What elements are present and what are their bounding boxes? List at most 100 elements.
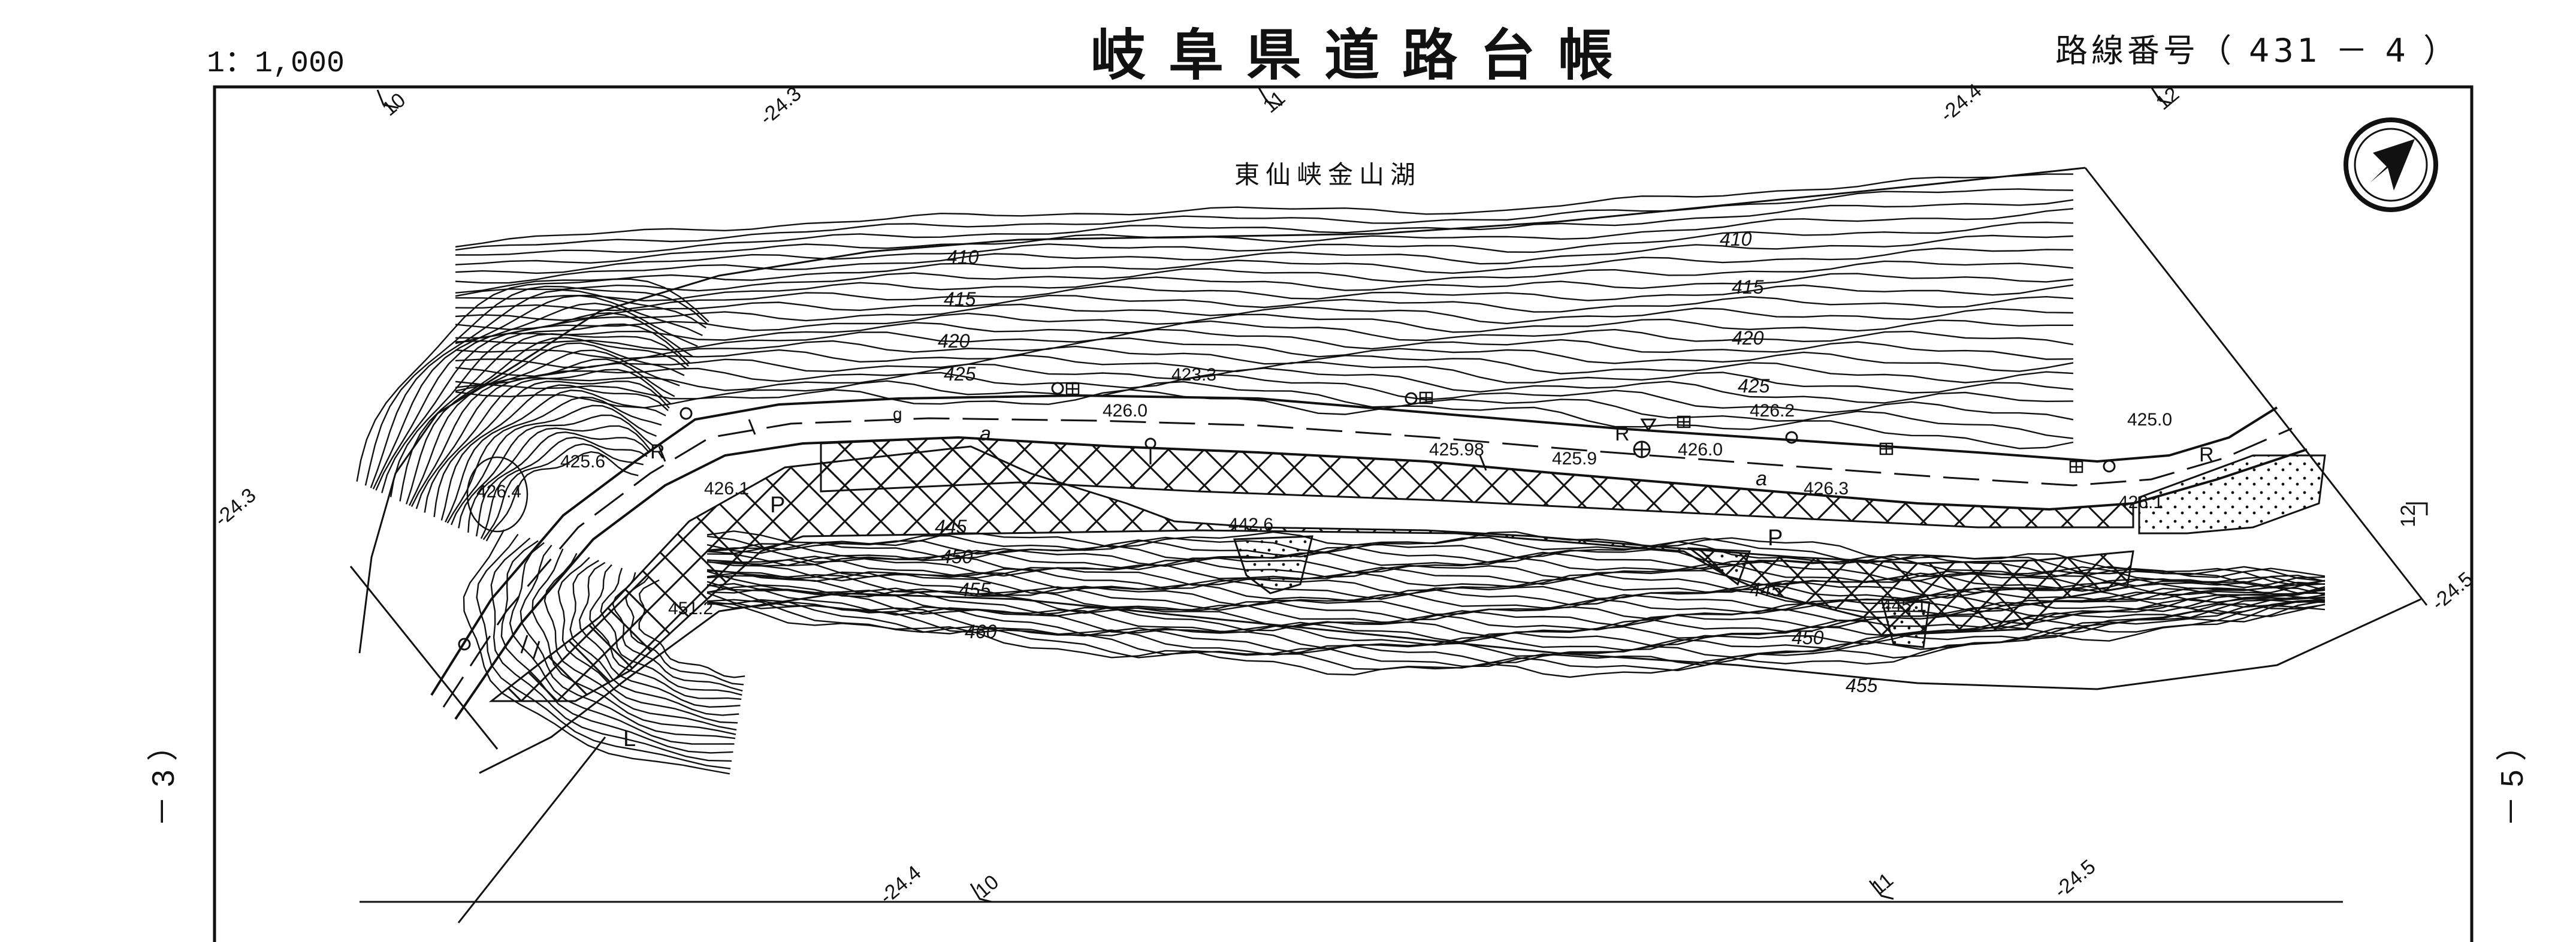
contour-line	[455, 372, 2074, 421]
contour-line	[415, 358, 675, 509]
contour-label: 425	[1738, 375, 1770, 397]
spot-elevation: 426.3	[1804, 479, 1849, 499]
contour-line	[455, 173, 2074, 248]
contour-line	[458, 414, 653, 529]
contour-line	[706, 570, 2326, 627]
contour-line	[625, 576, 744, 686]
contour-label: 445	[935, 516, 967, 538]
contour-label: 425	[944, 363, 976, 385]
contour-line	[455, 260, 2074, 297]
lake-name: 東仙峡金山湖	[1234, 160, 1422, 189]
contour-line	[706, 535, 2326, 582]
north-arrow-icon	[2344, 117, 2438, 212]
map-cut-bottom-left	[457, 736, 606, 923]
dotted-area-1	[1233, 535, 1313, 594]
station-label: -24.5	[2050, 855, 2100, 902]
map-scale: 1：1,000	[207, 47, 345, 81]
contour-label: 415	[944, 288, 976, 310]
contour-label: 460	[965, 621, 997, 642]
contour-line	[405, 337, 688, 505]
contour-line	[706, 547, 2326, 587]
road-edge-south	[454, 436, 2308, 720]
contour-label: 450	[941, 546, 973, 567]
contour-line	[440, 384, 669, 521]
contour-label: 415	[1732, 276, 1764, 298]
contour-line	[509, 542, 735, 745]
spot-elevation: 426.4	[476, 482, 521, 502]
contour-line	[399, 333, 689, 502]
contour-line	[476, 533, 731, 769]
contour-line	[409, 342, 685, 506]
contour-line	[455, 337, 2074, 372]
spot-elevation: 426.0	[1678, 440, 1723, 460]
contour-line	[424, 369, 672, 513]
contour-label: 410	[1720, 228, 1752, 250]
spot-elevation: 426.1	[704, 479, 749, 499]
contour-label: 445	[1750, 579, 1782, 600]
contour-line	[706, 599, 2326, 672]
contour-line	[455, 363, 2074, 404]
contour-line	[455, 345, 2074, 384]
contour-label: 455	[1846, 675, 1878, 696]
spot-elevation: 445.1	[1882, 596, 1926, 615]
contour-line	[578, 561, 741, 708]
road-centerline	[442, 417, 2293, 708]
contour-line	[706, 584, 2326, 651]
contour-line	[706, 553, 2326, 591]
contour-line	[455, 273, 2074, 302]
contour-line	[482, 443, 644, 541]
contour-line	[543, 552, 737, 731]
utility-box-symbols	[1065, 382, 2083, 473]
feature-letter: L	[623, 726, 636, 751]
contours-west	[356, 278, 745, 775]
contour-line	[480, 436, 648, 539]
spot-elevation: 425.6	[560, 452, 605, 472]
feature-letter: R	[2199, 443, 2214, 466]
contour-line	[410, 349, 680, 508]
spot-elevation: 451.2	[668, 599, 713, 618]
contour-label: 420	[1732, 327, 1764, 349]
contour-line	[375, 302, 698, 491]
feature-letter: a	[1756, 467, 1767, 490]
contour-line	[463, 529, 730, 775]
contour-line	[706, 560, 2326, 602]
contour-line	[557, 557, 738, 724]
station-label: 10	[971, 871, 1003, 902]
contour-line	[706, 530, 2326, 578]
route-number: 路線番号（ 431 － 4 ）	[2055, 32, 2460, 70]
contour-line	[520, 545, 736, 739]
contour-line	[600, 567, 742, 696]
contour-line	[455, 199, 2074, 256]
contour-line	[475, 431, 650, 537]
contours-north	[455, 173, 2074, 449]
contour-line	[455, 328, 2074, 360]
contour-line	[569, 560, 739, 716]
contour-line	[455, 221, 2074, 274]
contour-line	[450, 404, 657, 526]
feature-letter: a	[980, 422, 991, 445]
station-label: -24.3	[210, 484, 261, 531]
hilltop-ring	[466, 456, 529, 533]
contours-south	[706, 530, 2326, 678]
contour-line	[455, 284, 2074, 312]
contour-label: 410	[947, 246, 979, 268]
contour-line	[706, 559, 2326, 599]
contour-line	[455, 294, 2074, 321]
map-frame	[213, 85, 2474, 942]
contour-line	[356, 278, 709, 482]
contour-line	[589, 564, 742, 700]
contour-line	[455, 247, 2074, 294]
spot-elevation: 423.3	[1171, 365, 1216, 385]
contour-line	[455, 208, 2074, 265]
contour-line	[445, 390, 666, 523]
page-title: 岐阜県道路台帳	[1091, 23, 1636, 87]
feature-letter: R	[1615, 422, 1630, 445]
contour-label: 420	[938, 330, 970, 352]
contour-line	[706, 569, 2326, 606]
contour-line	[370, 289, 706, 488]
contour-line	[706, 599, 2326, 667]
contour-line	[389, 323, 691, 497]
spot-elevation: 425.98	[1429, 440, 1484, 460]
contour-line	[467, 425, 651, 533]
